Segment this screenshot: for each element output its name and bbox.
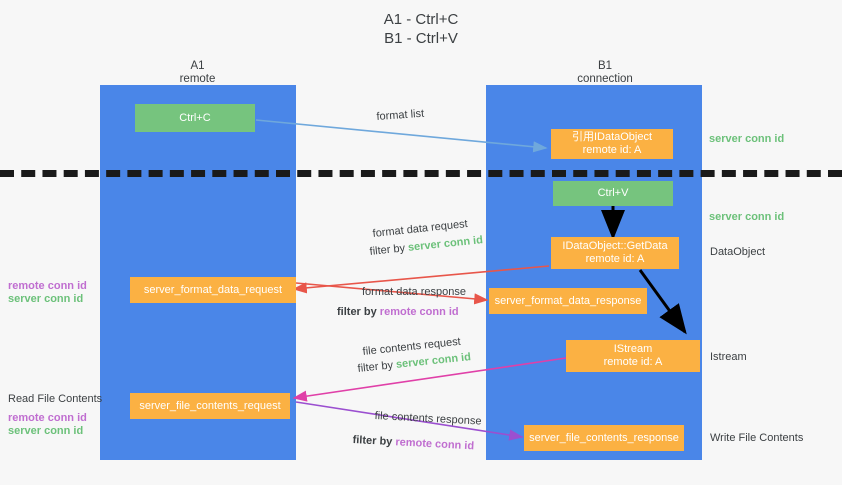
page-title: A1 - Ctrl+C B1 - Ctrl+V	[0, 10, 842, 48]
filter-value-server-conn-id: server conn id	[407, 234, 484, 254]
column-a1-sub: remote	[179, 73, 216, 85]
title-line-2: B1 - Ctrl+V	[384, 30, 458, 47]
column-b1-name: B1	[597, 60, 613, 72]
node-server-file-contents-response[interactable]: server_file_contents_response	[524, 425, 684, 451]
title-line-1: A1 - Ctrl+C	[383, 11, 459, 28]
node-idataobject-create[interactable]: 引用IDataObject remote id: A	[551, 129, 673, 159]
right-label-write-file-contents: Write File Contents	[710, 432, 804, 444]
right-label-server-conn-id-mid: server conn id	[709, 211, 785, 223]
right-label-istream: Istream	[710, 351, 747, 363]
edge-label-format-list: format list	[376, 107, 425, 123]
node-getdata-sub: remote id: A	[585, 253, 645, 265]
column-b1-sub: connection	[577, 73, 633, 85]
column-header-a1: A1 remote	[120, 60, 275, 86]
node-ctrl-c-label: Ctrl+C	[179, 111, 211, 124]
left-label-remote-conn-id-1: remote conn id	[8, 280, 87, 292]
right-label-server-conn-id-top: server conn id	[709, 133, 785, 145]
node-server-file-contents-request-label: server_file_contents_request	[139, 399, 281, 412]
filter-value-remote-conn-id: remote conn id	[379, 306, 459, 318]
dashed-separator	[0, 170, 842, 177]
node-ctrl-v[interactable]: Ctrl+V	[553, 181, 673, 206]
node-server-format-data-response-label: server_format_data_response	[494, 294, 642, 307]
node-istream-label: IStream	[613, 343, 653, 355]
filter-value-remote-conn-id: remote conn id	[395, 436, 475, 453]
filter-prefix: filter by	[357, 358, 397, 375]
left-label-server-conn-id-1: server conn id	[8, 293, 84, 305]
node-server-file-contents-request[interactable]: server_file_contents_request	[130, 393, 290, 419]
right-label-dataobject: DataObject	[710, 246, 766, 258]
node-getdata[interactable]: IDataObject::GetData remote id: A	[551, 237, 679, 269]
node-istream-sub: remote id: A	[603, 356, 663, 368]
filter-prefix: filter by	[352, 433, 396, 449]
edge-label-format-data-response-filter: filter by remote conn id	[337, 305, 459, 319]
node-idataobject-create-label: 引用IDataObject	[571, 131, 653, 143]
left-label-read-file-contents: Read File Contents	[8, 393, 103, 405]
node-server-file-contents-response-label: server_file_contents_response	[529, 431, 679, 444]
node-server-format-data-response[interactable]: server_format_data_response	[489, 288, 647, 314]
edge-label-format-data-response: format data response	[362, 286, 466, 298]
edge-label-file-contents-response: file contents response	[374, 409, 482, 428]
node-istream[interactable]: IStream remote id: A	[566, 340, 700, 372]
node-ctrl-c[interactable]: Ctrl+C	[135, 104, 255, 132]
filter-prefix: filter by	[369, 241, 409, 258]
column-header-b1: B1 connection	[525, 60, 685, 86]
node-ctrl-v-label: Ctrl+V	[597, 187, 629, 199]
left-label-server-conn-id-2: server conn id	[8, 425, 84, 437]
column-a1-name: A1	[190, 60, 205, 72]
node-server-format-data-request-label: server_format_data_request	[143, 283, 283, 296]
left-label-remote-conn-id-2: remote conn id	[8, 412, 87, 424]
node-idataobject-create-sub: remote id: A	[582, 144, 642, 156]
node-getdata-label: IDataObject::GetData	[562, 240, 668, 252]
filter-prefix: filter by	[337, 306, 380, 318]
edge-label-file-contents-response-filter: filter by remote conn id	[352, 433, 474, 453]
node-server-format-data-request[interactable]: server_format_data_request	[130, 277, 296, 303]
